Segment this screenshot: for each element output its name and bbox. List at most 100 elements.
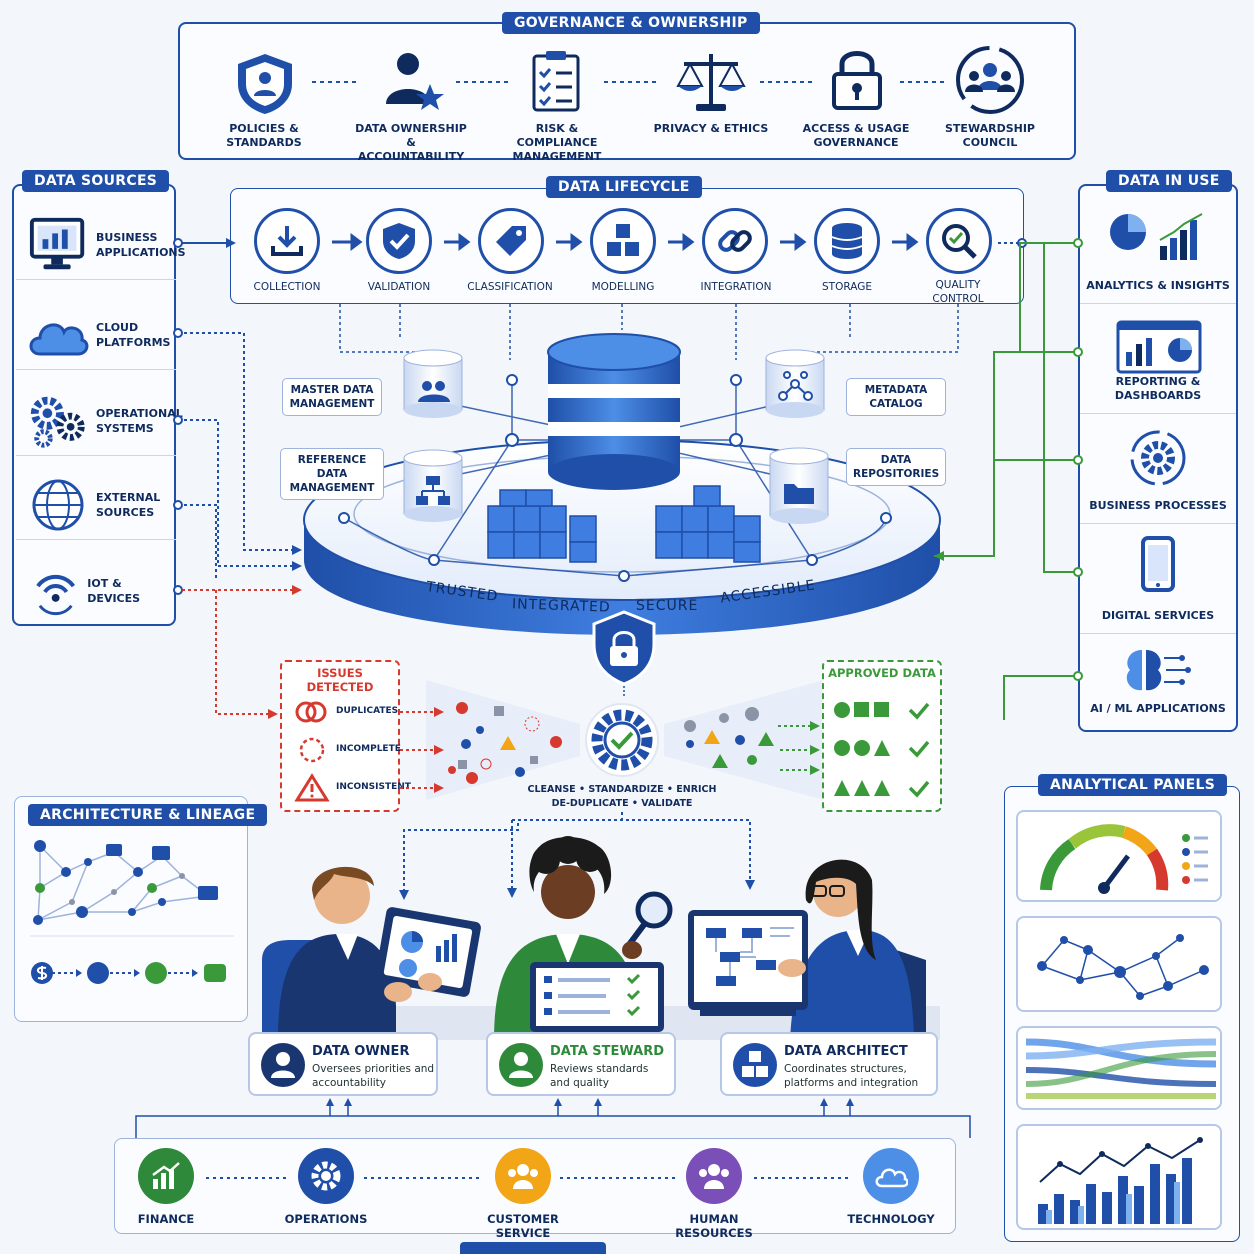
padlock-icon bbox=[832, 51, 882, 110]
source-iot-devices[interactable]: IOT & DEVICES bbox=[16, 556, 176, 626]
issues-icons bbox=[294, 701, 330, 802]
user-star-icon bbox=[386, 53, 444, 110]
tag-data-repositories: DATA REPOSITORIES bbox=[846, 448, 946, 486]
use-reporting-dashboards[interactable]: REPORTING & DASHBOARDS bbox=[1080, 306, 1236, 414]
department-human-resources[interactable]: HUMAN RESOURCES bbox=[652, 1148, 776, 1240]
department-label: OPERATIONS bbox=[284, 1212, 368, 1226]
flow-panel[interactable] bbox=[1016, 1026, 1222, 1110]
lineage-graph bbox=[30, 840, 234, 984]
source-operational-systems[interactable]: OPERATIONAL SYSTEMS bbox=[16, 386, 183, 456]
check-icon bbox=[908, 702, 930, 798]
use-analytics-insights[interactable]: ANALYTICS & INSIGHTS bbox=[1080, 196, 1236, 304]
governance-item-risk: RISK & COMPLIANCE MANAGEMENT bbox=[512, 122, 602, 163]
data-in-use-title: DATA IN USE bbox=[1106, 170, 1232, 192]
incomplete-icon bbox=[299, 737, 325, 763]
scales-icon bbox=[676, 54, 746, 111]
approved-items bbox=[834, 702, 930, 798]
process-steps-line2: DE-DUPLICATE • VALIDATE bbox=[551, 798, 693, 809]
governance-connectors bbox=[312, 81, 945, 83]
issues-panel bbox=[280, 660, 400, 812]
lifecycle-quality-control[interactable] bbox=[926, 208, 992, 274]
source-label: OPERATIONAL SYSTEMS bbox=[96, 406, 183, 435]
source-label: BUSINESS APPLICATIONS bbox=[96, 230, 186, 259]
group-icon bbox=[495, 1148, 551, 1204]
gear-cycle-icon bbox=[1130, 430, 1186, 486]
department-label: TECHNOLOGY bbox=[847, 1212, 935, 1226]
lifecycle-step-label: QUALITY CONTROL bbox=[932, 279, 984, 305]
department-technology[interactable]: TECHNOLOGY bbox=[846, 1148, 936, 1226]
governance-title: GOVERNANCE & OWNERSHIP bbox=[502, 12, 760, 34]
lifecycle-storage[interactable] bbox=[814, 208, 880, 274]
ring-word-integrated: INTEGRATED bbox=[511, 596, 611, 616]
shield-user-icon bbox=[238, 54, 292, 114]
lifecycle-step-label: MODELLING bbox=[591, 281, 655, 293]
duplicate-icon bbox=[295, 701, 317, 723]
council-icon bbox=[956, 46, 1024, 114]
dashboard-icon bbox=[1116, 320, 1202, 374]
server-icon bbox=[106, 844, 218, 900]
department-customer-service[interactable]: CUSTOMER SERVICE bbox=[462, 1148, 584, 1240]
governance-item-policies: POLICIES & STANDARDS bbox=[226, 122, 302, 149]
smartphone-icon bbox=[1141, 536, 1175, 592]
gear-icon bbox=[298, 1148, 354, 1204]
use-ai-ml-applications[interactable]: AI / ML APPLICATIONS bbox=[1080, 626, 1236, 726]
bar-line-chart-icon bbox=[1038, 1137, 1203, 1224]
approved-title: APPROVED DATA bbox=[828, 666, 936, 680]
department-label: HUMAN RESOURCES bbox=[675, 1212, 753, 1240]
lifecycle-collection[interactable] bbox=[254, 208, 320, 274]
lifecycle-validation[interactable] bbox=[366, 208, 432, 274]
network-panel[interactable] bbox=[1016, 916, 1222, 1012]
governance-item-access: ACCESS & USAGE GOVERNANCE bbox=[802, 122, 910, 149]
use-label: BUSINESS PROCESSES bbox=[1089, 499, 1227, 512]
lifecycle-step-label: CLASSIFICATION bbox=[467, 281, 553, 293]
lifecycle-arrows bbox=[173, 233, 1027, 251]
user-icon bbox=[499, 1043, 543, 1087]
cloud-icon bbox=[29, 322, 89, 355]
use-business-processes[interactable]: BUSINESS PROCESSES bbox=[1080, 416, 1236, 524]
bar-line-panel[interactable] bbox=[1016, 1124, 1222, 1230]
department-label: FINANCE bbox=[137, 1212, 195, 1226]
user-icon bbox=[261, 1043, 305, 1087]
issue-inconsistent: INCONSISTENT bbox=[336, 782, 411, 792]
database-icon bbox=[831, 223, 863, 259]
source-cloud-platforms[interactable]: CLOUD PLATFORMS bbox=[16, 300, 176, 370]
department-operations[interactable]: OPERATIONS bbox=[284, 1148, 368, 1226]
source-business-applications[interactable]: BUSINESS APPLICATIONS bbox=[16, 210, 186, 280]
link-icon bbox=[718, 230, 752, 252]
magnifier-check-icon bbox=[942, 224, 977, 259]
issue-duplicates: DUPLICATES bbox=[336, 706, 399, 716]
lifecycle-step-label: STORAGE bbox=[822, 281, 872, 293]
monitor-chart-icon bbox=[29, 217, 85, 269]
lifecycle-step-label: COLLECTION bbox=[253, 281, 321, 293]
gauge-panel[interactable] bbox=[1016, 810, 1222, 902]
use-label: DIGITAL SERVICES bbox=[1101, 609, 1215, 622]
checklist-icon bbox=[532, 51, 580, 112]
pie-bar-chart-icon bbox=[1110, 213, 1203, 260]
issues-title: ISSUES DETECTED bbox=[306, 666, 374, 694]
use-label: REPORTING & DASHBOARDS bbox=[1114, 375, 1202, 402]
governance-item-ownership: DATA OWNERSHIP & ACCOUNTABILITY bbox=[355, 122, 467, 163]
cubes-network-icon bbox=[733, 1043, 777, 1087]
lifecycle-step-label: INTEGRATION bbox=[700, 281, 772, 293]
use-digital-services[interactable]: DIGITAL SERVICES bbox=[1080, 526, 1236, 634]
role-title: DATA STEWARD bbox=[550, 1044, 665, 1059]
lifecycle-classification[interactable] bbox=[478, 208, 544, 274]
bottom-tab bbox=[460, 1242, 606, 1254]
data-sources-title: DATA SOURCES bbox=[22, 170, 170, 192]
department-finance[interactable]: FINANCE bbox=[128, 1148, 204, 1226]
architecture-title: ARCHITECTURE & LINEAGE bbox=[28, 804, 268, 826]
tag-icon bbox=[496, 226, 526, 256]
lifecycle-title: DATA LIFECYCLE bbox=[546, 176, 702, 198]
tag-metadata-catalog: METADATA CATALOG bbox=[846, 378, 946, 416]
wifi-icon bbox=[36, 574, 75, 616]
warning-icon bbox=[294, 773, 330, 802]
sankey-icon bbox=[1026, 1038, 1216, 1099]
lifecycle-integration[interactable] bbox=[702, 208, 768, 274]
brain-circuit-icon bbox=[1126, 650, 1191, 691]
source-external-sources[interactable]: EXTERNAL SOURCES bbox=[16, 470, 176, 540]
role-card-data-architect[interactable]: DATA ARCHITECT Coordinates structures,pl… bbox=[720, 1032, 938, 1096]
lifecycle-modelling[interactable] bbox=[590, 208, 656, 274]
